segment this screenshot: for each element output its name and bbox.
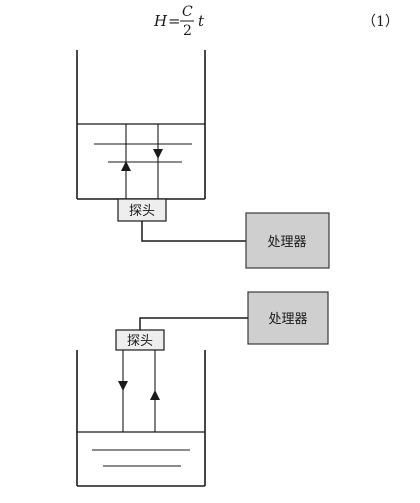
formula-lhs: H — [153, 12, 168, 30]
formula-equation-number: （1） — [362, 14, 399, 30]
bottom-tank — [76, 350, 206, 487]
top-echo-lines — [94, 143, 192, 163]
formula-equals: = — [168, 12, 181, 30]
top-processor-label: 处理器 — [267, 235, 306, 250]
bottom-probe-box — [115, 329, 165, 351]
bottom-diagram: 处理器 探头 — [76, 291, 329, 487]
bottom-up-arrow-icon — [150, 390, 160, 400]
formula-variable: t — [198, 12, 205, 30]
bottom-down-arrow-icon — [118, 381, 128, 391]
bottom-processor-label: 处理器 — [268, 312, 307, 327]
bottom-cable — [139, 317, 248, 330]
top-down-arrow-icon — [153, 149, 163, 159]
bottom-echo-lines — [92, 449, 190, 467]
top-diagram: 探头 处理器 — [76, 50, 330, 269]
bottom-probe-label: 探头 — [127, 334, 153, 349]
top-probe-label: 探头 — [129, 204, 155, 219]
formula-equation: H = C 2 t （1） — [153, 4, 399, 39]
top-processor-box — [245, 212, 330, 269]
top-up-arrow-icon — [121, 161, 131, 171]
formula-numerator: C — [182, 4, 193, 20]
top-cable — [141, 221, 246, 242]
bottom-processor-box — [247, 291, 329, 345]
formula-denominator: 2 — [183, 23, 192, 39]
